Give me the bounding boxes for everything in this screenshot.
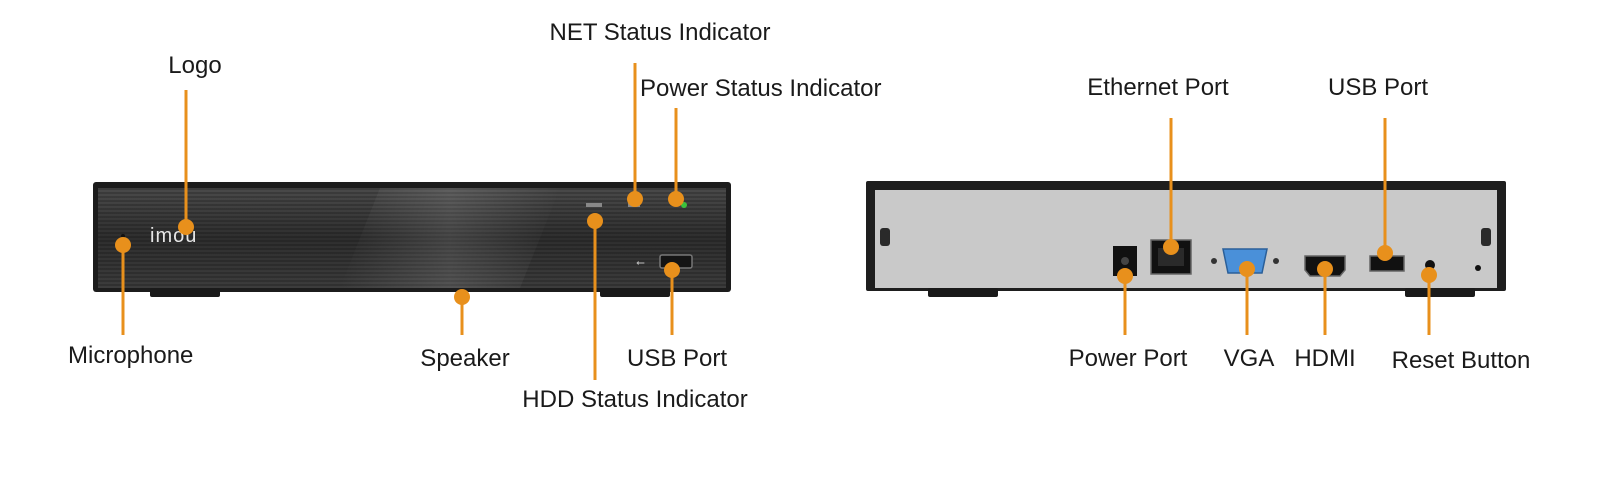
callout-dot-back-usb bbox=[1377, 245, 1393, 261]
ground-screw bbox=[1475, 265, 1481, 271]
callout-dot-speaker bbox=[454, 289, 470, 305]
label-speaker: Speaker bbox=[420, 345, 510, 372]
callout-dot-logo bbox=[178, 219, 194, 235]
label-hdmi: HDMI bbox=[1294, 345, 1356, 372]
callout-dot-ethernet bbox=[1163, 239, 1179, 255]
hdd-led-glyph bbox=[586, 203, 602, 207]
label-ethernet-port: Ethernet Port bbox=[1087, 74, 1229, 101]
callout-dot-microphone bbox=[115, 237, 131, 253]
dc-power-pin bbox=[1121, 257, 1129, 265]
callout-dot-power-port bbox=[1117, 268, 1133, 284]
callout-dot-hdmi bbox=[1317, 261, 1333, 277]
callout-leaders bbox=[115, 63, 1437, 380]
label-power-port: Power Port bbox=[1068, 345, 1188, 372]
vga-screw-left bbox=[1211, 258, 1217, 264]
callout-dot-hdd-status bbox=[587, 213, 603, 229]
callout-dot-net-status bbox=[627, 191, 643, 207]
label-front-usb-port: USB Port bbox=[626, 345, 728, 372]
callout-dot-vga bbox=[1239, 261, 1255, 277]
ethernet-socket-inner bbox=[1158, 248, 1184, 266]
callout-dot-power-status bbox=[668, 191, 684, 207]
back-ear-right bbox=[1481, 228, 1491, 246]
label-back-usb-port: USB Port bbox=[1327, 74, 1429, 101]
label-hdd-status-indicator: HDD Status Indicator bbox=[522, 386, 748, 413]
back-foot-left bbox=[928, 288, 998, 297]
usb-symbol-icon: ⭠ bbox=[636, 256, 645, 269]
back-ear-left bbox=[880, 228, 890, 246]
front-foot-left bbox=[150, 288, 220, 297]
front-sheen bbox=[340, 188, 560, 288]
back-foot-right bbox=[1405, 288, 1475, 297]
label-logo: Logo bbox=[168, 52, 222, 79]
front-panel: imou ⭠ bbox=[93, 182, 731, 297]
label-power-status-indicator: Power Status Indicator bbox=[640, 75, 882, 102]
microphone-hole bbox=[121, 234, 125, 238]
back-panel bbox=[866, 181, 1506, 297]
vga-screw-right bbox=[1273, 258, 1279, 264]
label-microphone: Microphone bbox=[68, 342, 194, 369]
callout-dot-reset bbox=[1421, 267, 1437, 283]
label-vga: VGA bbox=[1223, 345, 1275, 372]
callout-dot-front-usb bbox=[664, 262, 680, 278]
front-foot-right bbox=[600, 288, 670, 297]
label-reset-button: Reset Button bbox=[1391, 347, 1531, 374]
label-net-status-indicator: NET Status Indicator bbox=[549, 19, 771, 46]
vga-socket bbox=[1222, 248, 1268, 274]
